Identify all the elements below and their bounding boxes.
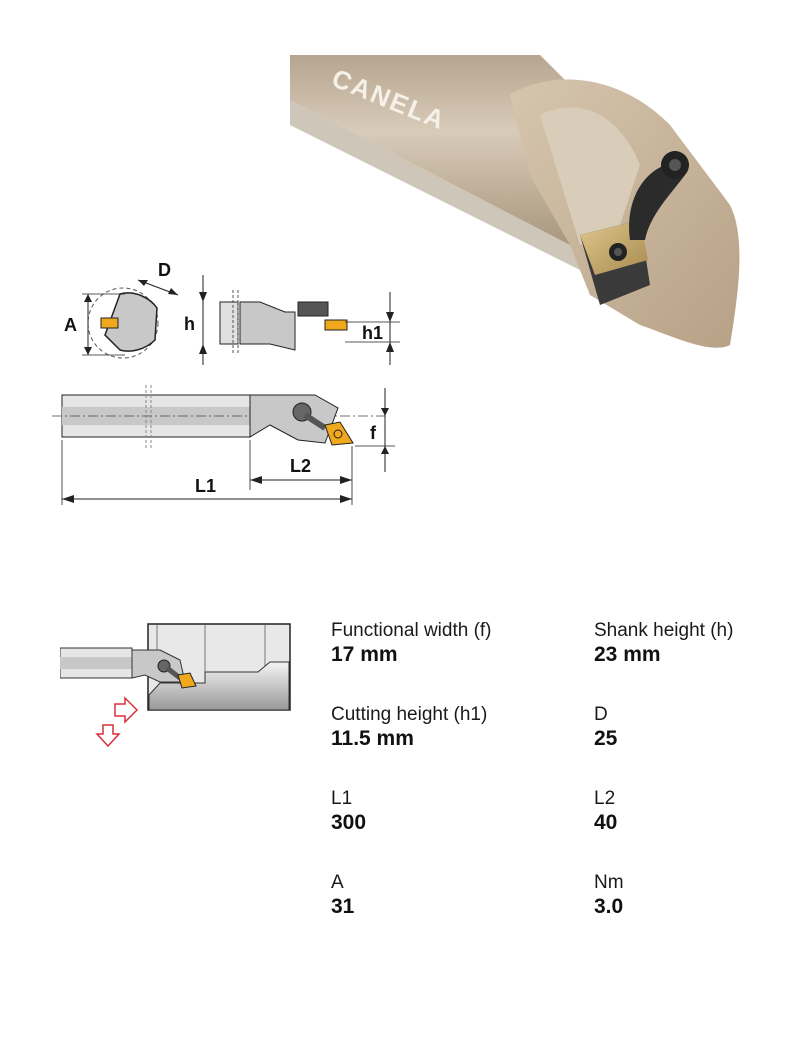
- spec-shank-height: Shank height (h) 23 mm: [594, 620, 733, 668]
- feed-arrow-down-icon: [95, 724, 121, 748]
- spec-value: 17 mm: [331, 643, 398, 666]
- dim-label-h: h: [184, 314, 195, 334]
- dim-label-l2: L2: [290, 456, 311, 476]
- application-diagram: [59, 620, 295, 750]
- spec-a: A 31: [331, 872, 354, 920]
- spec-label: Nm: [594, 872, 624, 893]
- dim-label-a: A: [64, 315, 77, 335]
- spec-l1: L1 300: [331, 788, 366, 836]
- dim-label-h1: h1: [362, 323, 383, 343]
- spec-value: 23 mm: [594, 643, 661, 666]
- spec-value: 31: [331, 895, 355, 918]
- feed-arrow-right-icon: [114, 696, 139, 724]
- spec-label: A: [331, 872, 344, 893]
- spec-l2: L2 40: [594, 788, 617, 836]
- dim-label-d: D: [158, 260, 171, 280]
- spec-cutting-height: Cutting height (h1) 11.5 mm: [331, 704, 487, 752]
- spec-value: 3.0: [594, 895, 624, 918]
- spec-d: D 25: [594, 704, 617, 752]
- product-photo: CANELA: [290, 55, 760, 355]
- dim-label-l1: L1: [195, 476, 216, 496]
- spec-label: D: [594, 704, 608, 725]
- spec-label: Cutting height (h1): [331, 704, 488, 725]
- spec-label: L1: [331, 788, 353, 809]
- spec-value: 25: [594, 727, 618, 750]
- spec-value: 40: [594, 811, 618, 834]
- technical-drawing: A D h h1: [40, 250, 420, 510]
- spec-value: 300: [331, 811, 367, 834]
- spec-torque: Nm 3.0: [594, 872, 624, 920]
- spec-value: 11.5 mm: [331, 727, 414, 750]
- spec-label: Functional width (f): [331, 620, 492, 641]
- spec-functional-width: Functional width (f) 17 mm: [331, 620, 492, 668]
- dim-label-f: f: [370, 423, 377, 443]
- spec-label: Shank height (h): [594, 620, 734, 641]
- spec-label: L2: [594, 788, 616, 809]
